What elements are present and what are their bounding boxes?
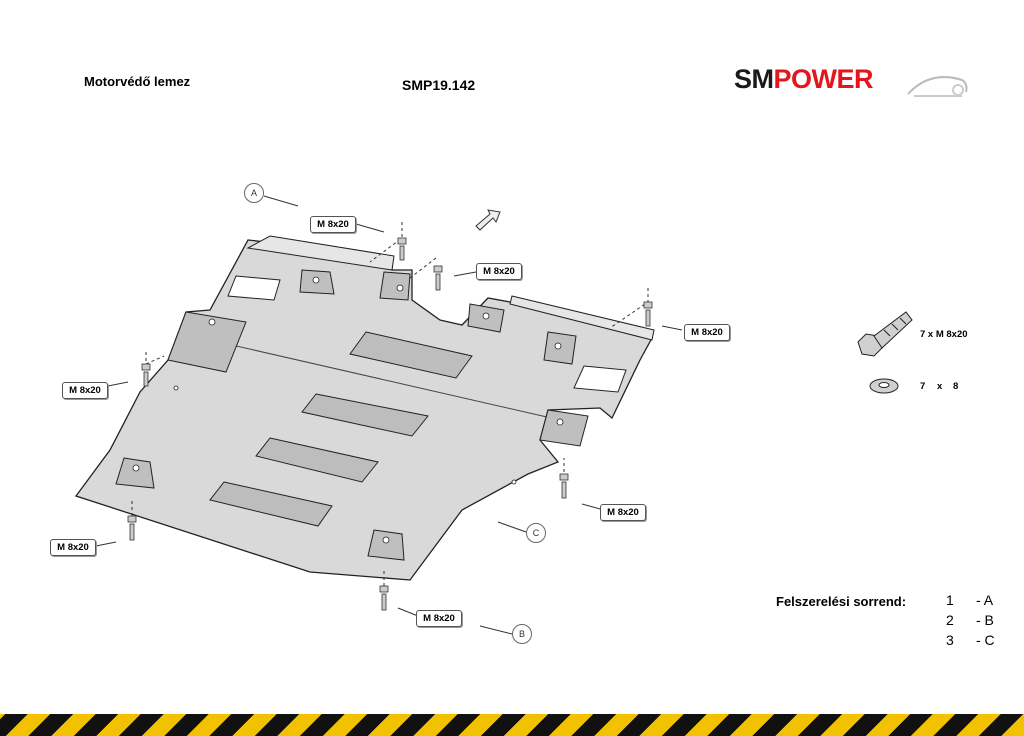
logo-car-swoosh-icon <box>907 76 968 97</box>
bolt-hardware-icon <box>857 311 913 357</box>
top-flange <box>246 235 395 271</box>
right-flange <box>509 295 655 341</box>
bolt-callout-right: M 8x20 <box>600 504 646 521</box>
cutout-right <box>573 365 627 393</box>
bolt-callout-bottom: M 8x20 <box>416 610 462 627</box>
bolt-callout-a2: M 8x20 <box>476 263 522 280</box>
hazard-stripe-footer <box>0 714 1024 736</box>
holes <box>132 276 564 544</box>
marker-a: A <box>244 183 264 203</box>
washer-times: x <box>937 381 943 392</box>
bend-line <box>209 339 561 421</box>
order-step-3-num: 3 <box>946 632 954 648</box>
marker-c: C <box>526 523 546 543</box>
mounting-bosses <box>115 269 589 561</box>
brand-logo: SMPOWER <box>734 64 874 95</box>
order-step-1: - A <box>976 592 994 608</box>
installation-order-label: Felszerelési sorrend: <box>776 594 907 609</box>
logo-power-text: POWER <box>773 64 874 94</box>
ribs <box>209 331 473 527</box>
order-step-2-num: 2 <box>946 612 954 628</box>
bolt-callout-a3: M 8x20 <box>684 324 730 341</box>
order-step-2: - B <box>976 612 994 628</box>
washer-size: 8 <box>953 381 959 392</box>
bolt-callout-a1: M 8x20 <box>310 216 356 233</box>
bolt-callout-left: M 8x20 <box>62 382 108 399</box>
washer-hardware-icon <box>869 378 899 394</box>
document-title: Motorvédő lemez <box>84 74 191 89</box>
part-code: SMP19.142 <box>402 77 476 93</box>
marker-b: B <box>512 624 532 644</box>
direction-arrow-icon <box>475 209 501 231</box>
callout-leaders <box>95 195 683 635</box>
order-step-3: - C <box>976 632 995 648</box>
order-step-1-num: 1 <box>946 592 954 608</box>
bolt-icons <box>127 237 653 611</box>
bolt-quantity-label: 7 x M 8x20 <box>920 329 968 340</box>
bolt-callout-bottom-left: M 8x20 <box>50 539 96 556</box>
cutout-left <box>227 275 281 301</box>
washer-quantity: 7 <box>920 381 926 392</box>
logo-sm-text: SM <box>734 64 774 94</box>
